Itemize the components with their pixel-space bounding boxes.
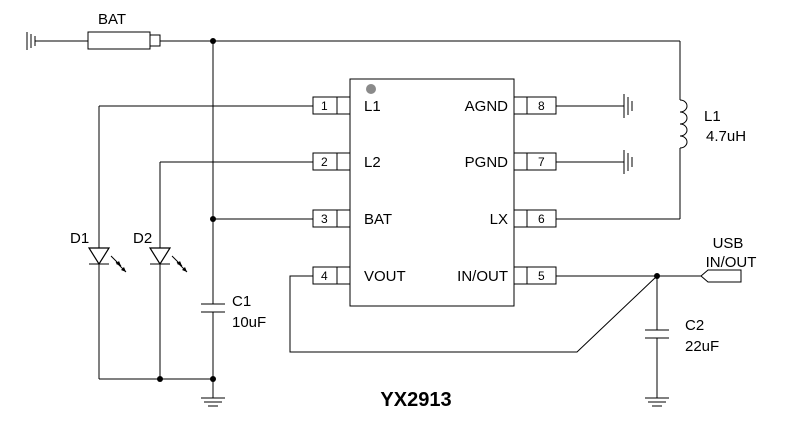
capacitor-c2 bbox=[645, 276, 669, 398]
ic-pin-3 bbox=[312, 209, 351, 228]
l1-value: 4.7uH bbox=[706, 128, 746, 145]
c1-name: C1 bbox=[232, 293, 251, 310]
led-d1 bbox=[87, 106, 127, 379]
pin-number-2: 2 bbox=[321, 155, 328, 169]
ic-pin-5 bbox=[513, 266, 557, 285]
battery-label: BAT bbox=[98, 11, 126, 28]
ground-pgnd bbox=[556, 150, 633, 174]
pin-label-agnd: AGND bbox=[465, 98, 509, 115]
ic-pin1-marker bbox=[366, 84, 376, 94]
ground-c2 bbox=[645, 397, 669, 407]
usb-connector bbox=[700, 269, 742, 283]
pin-label-in-out: IN/OUT bbox=[457, 268, 508, 285]
c1-value: 10uF bbox=[232, 314, 266, 331]
c2-value: 22uF bbox=[685, 338, 719, 355]
pin-label-bat: BAT bbox=[364, 211, 392, 228]
pin-label-l1: L1 bbox=[364, 98, 381, 115]
ic-pin-6 bbox=[513, 209, 557, 228]
pin-number-1: 1 bbox=[321, 99, 328, 113]
d2-label: D2 bbox=[133, 230, 152, 247]
pin-number-8: 8 bbox=[538, 99, 545, 113]
wire-vout-loop bbox=[289, 275, 658, 353]
pin-label-l2: L2 bbox=[364, 154, 381, 171]
ic-pin-4 bbox=[312, 266, 351, 285]
d1-label: D1 bbox=[70, 230, 89, 247]
ic-pin-8 bbox=[513, 96, 557, 115]
inductor-l1 bbox=[556, 41, 688, 220]
usb-label-line2: IN/OUT bbox=[706, 254, 757, 271]
ic-part-number: YX2913 bbox=[380, 389, 451, 411]
pin-number-3: 3 bbox=[321, 212, 328, 226]
ground-c1 bbox=[201, 379, 225, 407]
capacitor-c1 bbox=[201, 303, 225, 379]
l1-name: L1 bbox=[704, 108, 721, 125]
pin-number-6: 6 bbox=[538, 212, 545, 226]
pin-number-4: 4 bbox=[321, 269, 328, 283]
pin-label-vout: VOUT bbox=[364, 268, 406, 285]
led-d2 bbox=[148, 162, 188, 379]
ic-pin-2 bbox=[312, 152, 351, 171]
battery bbox=[26, 31, 213, 50]
pin-number-5: 5 bbox=[538, 269, 545, 283]
usb-label-line1: USB bbox=[713, 235, 744, 252]
ic-body bbox=[349, 78, 515, 307]
ic-pin-7 bbox=[513, 152, 557, 171]
pin-label-lx: LX bbox=[490, 211, 508, 228]
c2-name: C2 bbox=[685, 317, 704, 334]
pin-label-pgnd: PGND bbox=[465, 154, 509, 171]
ic-pin-1 bbox=[312, 96, 351, 115]
ground-agnd bbox=[556, 94, 633, 118]
pin-number-7: 7 bbox=[538, 155, 545, 169]
